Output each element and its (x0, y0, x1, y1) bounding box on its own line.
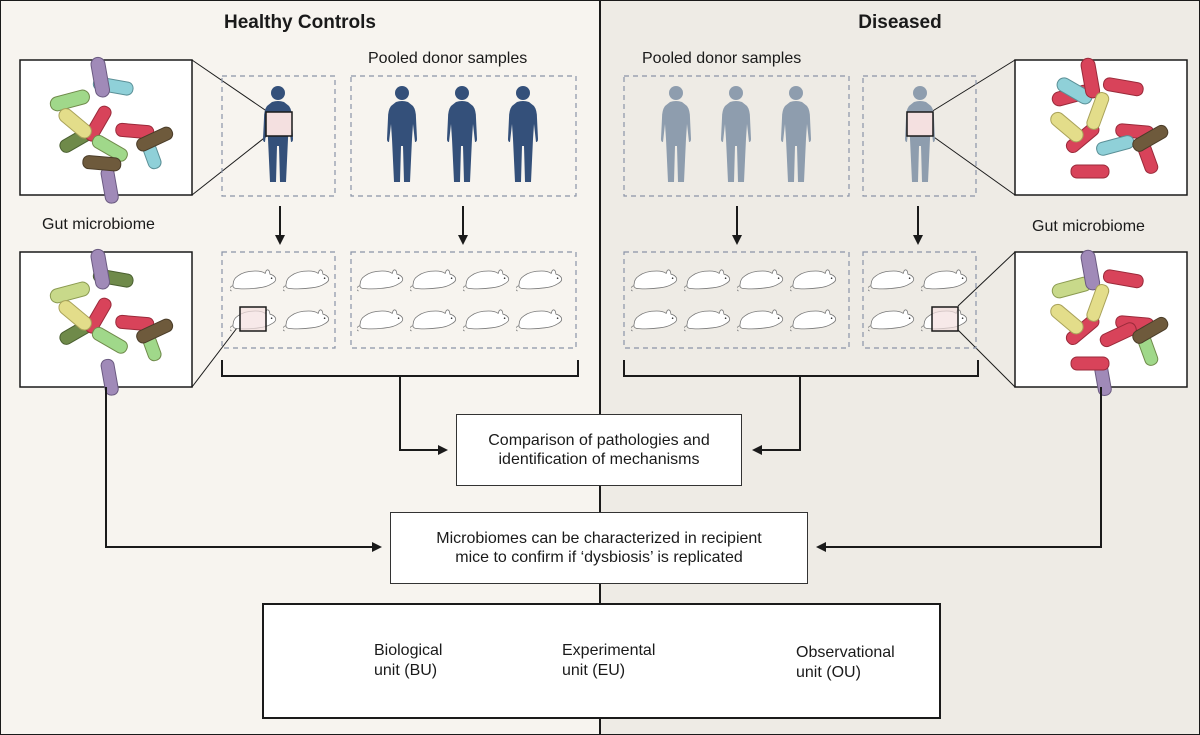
arrow-to-comparison-left (399, 376, 448, 455)
bracket-left (221, 360, 579, 377)
eu-box-diseased-two-mice (862, 251, 977, 349)
legend-eu-line-2: unit (EU) (562, 662, 626, 679)
arrow-to-characterized-left (105, 387, 382, 552)
legend-ou-text: Observational unit (OU) (796, 643, 895, 683)
legend-ou-line-1: Observational (796, 644, 895, 661)
microbiome-box-healthy-top (19, 56, 269, 204)
microbiome-box-diseased-bottom (957, 249, 1188, 396)
eu-box-diseased-single-human (862, 75, 977, 197)
legend: Biological unit (BU) Experimental unit (… (262, 603, 941, 719)
arrow-to-characterized-right (816, 387, 1102, 552)
eu-box-diseased-pooled-humans (623, 75, 850, 197)
pooled-donor-label-right: Pooled donor samples (642, 50, 802, 67)
microbiome-box-healthy-bottom (19, 248, 241, 396)
pooled-donor-label-left: Pooled donor samples (368, 50, 528, 67)
legend-bu-line-2: unit (BU) (374, 662, 438, 679)
characterized-box: Microbiomes can be characterized in reci… (390, 512, 808, 584)
arrow-to-comparison-right (752, 376, 801, 455)
characterized-line-2: mice to confirm if ‘dysbiosis’ is replic… (455, 549, 743, 566)
heading-healthy-controls: Healthy Controls (223, 12, 377, 33)
panel-divider (599, 0, 601, 735)
characterized-line-1: Microbiomes can be characterized in reci… (436, 530, 762, 547)
eu-box-healthy-single-human (221, 75, 336, 197)
eu-box-diseased-pooled-mice (623, 251, 850, 349)
comparison-box: Comparison of pathologies and identifica… (456, 414, 742, 486)
legend-ou-line-2: unit (OU) (796, 664, 861, 681)
eu-box-healthy-two-mice (221, 251, 336, 349)
comparison-line-1: Comparison of pathologies and (488, 432, 710, 449)
comparison-line-2: identification of mechanisms (498, 451, 700, 468)
gut-microbiome-label-left: Gut microbiome (42, 216, 155, 233)
legend-eu-line-1: Experimental (562, 642, 656, 659)
bracket-right (623, 360, 979, 377)
legend-eu-text: Experimental unit (EU) (562, 641, 655, 681)
microbiome-box-diseased-top (930, 57, 1188, 196)
gut-microbiome-label-right: Gut microbiome (1032, 218, 1145, 235)
heading-diseased: Diseased (858, 12, 942, 33)
eu-box-healthy-pooled-humans (350, 75, 577, 197)
legend-bu-text: Biological unit (BU) (374, 641, 442, 681)
legend-bu-line-1: Biological (374, 642, 443, 659)
eu-box-healthy-pooled-mice (350, 251, 577, 349)
